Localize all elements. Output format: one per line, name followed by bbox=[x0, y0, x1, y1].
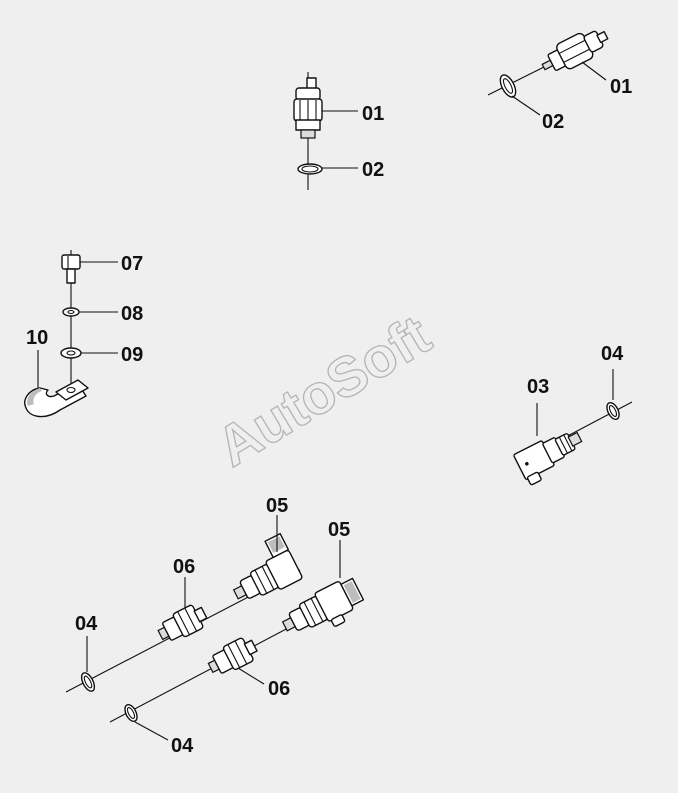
label-10: 10 bbox=[26, 327, 48, 349]
label-01-top-right: 01 bbox=[610, 76, 632, 98]
label-08: 08 bbox=[121, 303, 143, 325]
o-ring-top-center bbox=[297, 163, 358, 175]
label-03: 03 bbox=[527, 376, 549, 398]
adapter-06a bbox=[157, 577, 208, 641]
label-05a: 05 bbox=[266, 495, 288, 517]
adapter-06b bbox=[207, 637, 265, 685]
watermark-text: AutoSoft bbox=[206, 303, 441, 479]
washer-09 bbox=[60, 347, 118, 359]
sensor-top-center bbox=[293, 72, 358, 190]
label-01-top-center: 01 bbox=[362, 103, 384, 125]
pressure-sensor-03 bbox=[513, 401, 633, 486]
label-07: 07 bbox=[121, 253, 143, 275]
label-09: 09 bbox=[121, 344, 143, 366]
label-02-top-center: 02 bbox=[362, 159, 384, 181]
label-02-top-right: 02 bbox=[542, 111, 564, 133]
o-ring-04a bbox=[80, 636, 96, 692]
sensor-top-right bbox=[487, 30, 609, 96]
sensor-05b bbox=[281, 540, 365, 632]
washer-08 bbox=[62, 307, 118, 317]
clamp-bracket bbox=[24, 350, 89, 418]
o-ring-04-right bbox=[606, 369, 620, 421]
label-04-right: 04 bbox=[601, 343, 624, 365]
o-ring-04b bbox=[124, 703, 169, 741]
bolt bbox=[61, 250, 118, 400]
sensor-05a bbox=[232, 515, 303, 600]
label-06a: 06 bbox=[173, 556, 195, 578]
label-05b: 05 bbox=[328, 519, 350, 541]
o-ring-top-right bbox=[499, 74, 541, 116]
label-04a: 04 bbox=[75, 613, 98, 635]
label-06b: 06 bbox=[268, 678, 290, 700]
label-04b: 04 bbox=[171, 735, 194, 757]
